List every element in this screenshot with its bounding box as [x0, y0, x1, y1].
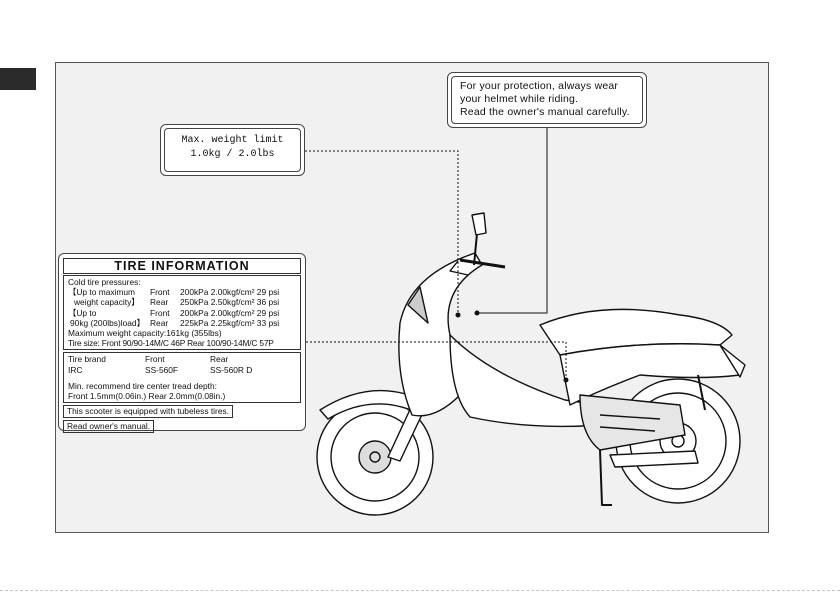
manual-note: Read owner's manual.: [63, 420, 155, 434]
pressure-condition: 90kg (200lbs)load】: [70, 317, 145, 328]
weight-line-2: 1.0kg / 2.0lbs: [190, 149, 275, 160]
pressure-position: Rear: [150, 317, 169, 328]
brand-header-front: Front: [145, 354, 165, 365]
brand-header-row: Tire brand Front Rear: [68, 354, 296, 364]
pressure-position: Front: [150, 307, 170, 318]
pressure-condition: 【Up to maximum: [68, 287, 136, 298]
max-weight-capacity: Maximum weight capacity:161kg (355lbs): [68, 328, 222, 339]
brand-row: IRC SS-560F SS-560R D: [68, 365, 296, 375]
scooter-illustration: [316, 212, 746, 516]
brand-header-rear: Rear: [210, 354, 229, 365]
pressure-position: Front: [150, 287, 170, 298]
tire-brand-block: Tire brand Front Rear IRC SS-560F SS-560…: [63, 352, 301, 404]
weight-limit-label: Max. weight limit 1.0kg / 2.0lbs: [160, 124, 305, 176]
tire-information-label: TIRE INFORMATION Cold tire pressures: 【U…: [58, 253, 306, 434]
pressure-value: 200kPa 2.00kgf/cm² 29 psi: [180, 307, 280, 318]
tread-depth-values: Front 1.5mm(0.06in.) Rear 2.0mm(0.08in.): [68, 391, 226, 402]
helmet-line-1: For your protection, always wear: [460, 80, 619, 92]
brand-rear-model: SS-560R D: [210, 364, 253, 375]
helmet-warning-label: For your protection, always wear your he…: [447, 72, 647, 128]
weight-line-1: Max. weight limit: [181, 135, 284, 146]
pressure-heading: Cold tire pressures:: [68, 277, 141, 287]
helmet-line-2: your helmet while riding.: [460, 93, 579, 105]
tubeless-note: This scooter is equipped with tubeless t…: [63, 405, 233, 419]
brand-name: IRC: [68, 364, 83, 375]
helmet-line-3: Read the owner's manual carefully.: [460, 106, 630, 118]
pressure-position: Rear: [150, 297, 169, 308]
pressure-row: 90kg (200lbs)load】 Rear 225kPa 2.25kgf/c…: [68, 318, 296, 328]
tread-depth-heading: Min. recommend tire center tread depth:: [68, 380, 217, 391]
pressure-value: 225kPa 2.25kgf/cm² 33 psi: [180, 317, 280, 328]
pressure-condition: 【Up to: [68, 307, 97, 318]
pressure-value: 250kPa 2.50kgf/cm² 36 psi: [180, 297, 280, 308]
tire-size: Tire size: Front 90/90-14M/C 46P Rear 10…: [68, 338, 274, 349]
page-bottom-rule: [0, 590, 840, 591]
pressure-row: 【Up to maximum Front 200kPa 2.00kgf/cm² …: [68, 287, 296, 297]
brand-header-label: Tire brand: [68, 354, 106, 365]
tire-pressure-block: Cold tire pressures: 【Up to maximum Fron…: [63, 275, 301, 351]
brand-front-model: SS-560F: [145, 364, 179, 375]
side-tab: [0, 68, 36, 90]
pressure-row: 【Up to Front 200kPa 2.00kgf/cm² 29 psi: [68, 308, 296, 318]
pressure-value: 200kPa 2.00kgf/cm² 29 psi: [180, 287, 280, 298]
pressure-condition: weight capacity】: [74, 297, 140, 308]
pressure-row: weight capacity】 Rear 250kPa 2.50kgf/cm²…: [68, 297, 296, 307]
tire-info-title: TIRE INFORMATION: [63, 258, 301, 274]
